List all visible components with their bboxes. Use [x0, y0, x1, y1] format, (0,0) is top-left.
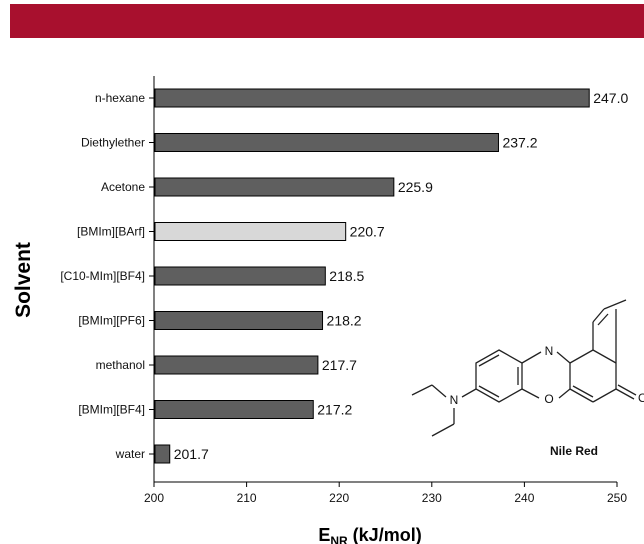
- axes-group: [153, 76, 617, 483]
- value-label-7: 217.2: [317, 402, 352, 418]
- category-label-2: Acetone: [101, 180, 145, 194]
- x-axis-title-main: E: [318, 525, 330, 544]
- x-ticks-group: 200 210 220 230 240 250: [144, 482, 627, 505]
- category-label-1: Diethylether: [81, 136, 145, 150]
- x-tick-label-3: 230: [422, 491, 442, 505]
- bar-0: [154, 88, 590, 108]
- bar-1: [154, 133, 499, 152]
- bar-8: [154, 444, 171, 464]
- bars-group: [154, 88, 590, 464]
- x-tick-label-2: 220: [329, 491, 349, 505]
- bar-4: [154, 266, 326, 286]
- category-label-4: [C10-MIm][BF4]: [60, 269, 145, 283]
- nile-red-structure: [411, 299, 637, 437]
- category-label-7: [BMIm][BF4]: [78, 403, 145, 417]
- category-label-8: water: [115, 447, 145, 461]
- value-label-5: 218.2: [327, 313, 362, 329]
- category-label-0: n-hexane: [95, 91, 145, 105]
- ring-nitrogen-atom: N: [545, 344, 554, 358]
- x-axis-title: ENR (kJ/mol): [318, 525, 421, 544]
- value-label-0: 247.0: [593, 90, 628, 106]
- value-label-3: 220.7: [350, 224, 385, 240]
- carbonyl-oxygen-atom: O: [638, 391, 644, 405]
- bar-7: [154, 400, 314, 419]
- value-label-4: 218.5: [329, 268, 364, 284]
- category-label-6: methanol: [96, 358, 145, 372]
- molecule-name: Nile Red: [550, 444, 598, 458]
- x-tick-label-5: 250: [607, 491, 627, 505]
- value-labels-group: 247.0 237.2 225.9 220.7 218.5 218.2 217.7 217.2…: [174, 90, 629, 462]
- value-label-1: 237.2: [502, 135, 537, 151]
- bar-3: [154, 222, 347, 241]
- bar-5: [154, 311, 324, 330]
- bar-2: [154, 177, 395, 197]
- x-tick-label-4: 240: [514, 491, 534, 505]
- header-band: [10, 4, 644, 38]
- amine-nitrogen-atom: N: [450, 393, 459, 407]
- category-label-3: [BMIm][BArf]: [77, 225, 145, 239]
- category-label-5: [BMIm][PF6]: [78, 314, 145, 328]
- x-tick-label-1: 210: [237, 491, 257, 505]
- x-axis-title-unit: (kJ/mol): [348, 525, 422, 544]
- value-label-2: 225.9: [398, 179, 433, 195]
- bar-6: [154, 355, 319, 375]
- x-axis-title-sub: NR: [330, 534, 348, 544]
- value-label-8: 201.7: [174, 446, 209, 462]
- y-axis-title: Solvent: [12, 242, 35, 318]
- value-label-6: 217.7: [322, 357, 357, 373]
- ring-oxygen-atom: O: [544, 392, 553, 406]
- x-tick-label-0: 200: [144, 491, 164, 505]
